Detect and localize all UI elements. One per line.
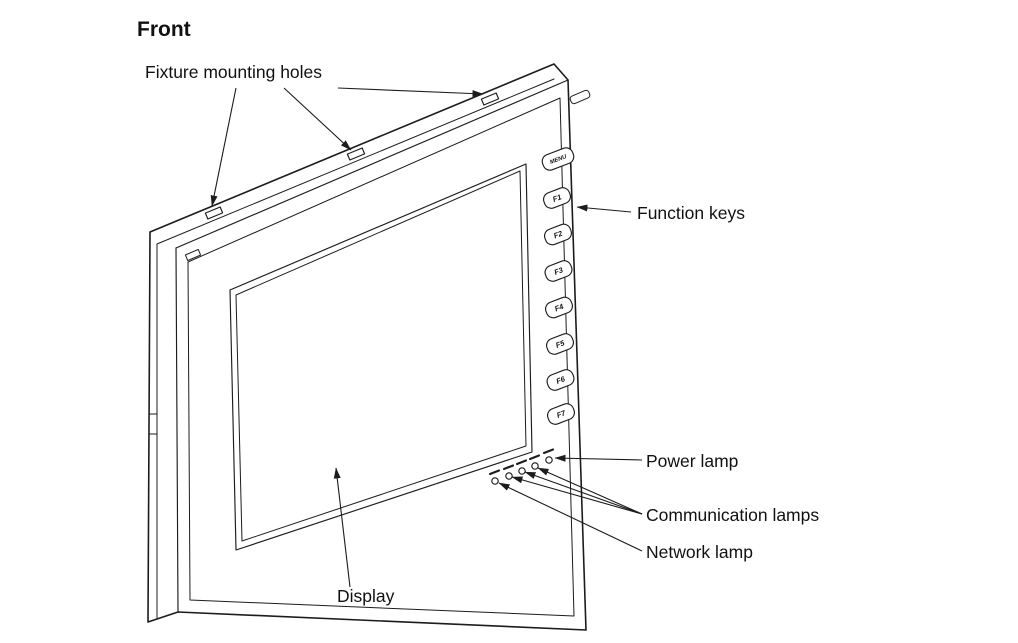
arrow-to-mounting-hole-1	[210, 87, 237, 207]
mounting-hole-1	[204, 206, 224, 220]
display-outer-frame	[229, 163, 533, 551]
case-rim-line	[156, 78, 555, 619]
function-key-f5-label: F5	[554, 338, 566, 350]
function-key-f2-label: F2	[552, 229, 564, 241]
power-lamp	[545, 456, 553, 464]
mounting-hole-3	[480, 92, 500, 106]
device-drawing: MENU F1 F2 F3 F4 F5	[147, 63, 591, 631]
arrow-to-comm-lamp-2	[524, 471, 643, 515]
menu-key: MENU	[541, 147, 575, 171]
lamp-text-marks	[488, 448, 555, 476]
network-lamp-label: Network lamp	[646, 542, 753, 562]
function-key-f4: F4	[544, 296, 574, 319]
function-key-f3-label: F3	[553, 265, 565, 277]
function-key-f1: F1	[542, 187, 572, 209]
arrow-to-network-lamp	[498, 482, 643, 552]
side-slot	[148, 413, 158, 435]
function-keys: F1 F2 F3 F4 F5 F6	[542, 187, 576, 425]
function-key-f2: F2	[543, 223, 573, 246]
arrow-to-comm-lamp-1	[511, 476, 643, 515]
brand-mark	[184, 249, 202, 261]
front-face-edge	[175, 79, 569, 613]
arrow-to-comm-lamp-3	[537, 467, 643, 515]
function-key-f1-label: F1	[551, 192, 562, 204]
mounting-holes	[204, 92, 500, 220]
function-key-f3: F3	[544, 260, 573, 282]
function-key-f6-label: F6	[555, 374, 567, 386]
function-key-f7-label: F7	[555, 408, 567, 420]
arrow-to-power-lamp	[554, 454, 643, 462]
display-label: Display	[337, 586, 395, 606]
arrow-to-mounting-hole-3	[337, 87, 484, 98]
callout-lines	[210, 87, 643, 588]
function-key-f4-label: F4	[553, 302, 565, 314]
arrow-to-function-keys	[576, 204, 632, 213]
communication-lamps-label: Communication lamps	[646, 505, 819, 525]
model-badge	[569, 89, 591, 105]
page-title: Front	[137, 18, 191, 41]
status-lamps	[488, 448, 555, 485]
communication-lamp-1	[505, 472, 513, 480]
power-lamp-label: Power lamp	[646, 451, 738, 471]
communication-lamp-2	[518, 467, 526, 475]
network-lamp	[491, 477, 499, 485]
function-key-f6: F6	[546, 369, 575, 391]
mounting-hole-2	[346, 147, 366, 161]
display-screen	[235, 170, 527, 542]
function-key-f5: F5	[545, 333, 575, 355]
callout-labels: Front Fixture mounting holes Function ke…	[137, 18, 819, 606]
arrow-to-mounting-hole-2	[283, 87, 352, 151]
arrow-to-display	[333, 467, 351, 588]
front-bezel-inner	[187, 97, 575, 617]
function-key-f7: F7	[546, 403, 576, 425]
communication-lamp-3	[531, 462, 539, 470]
function-keys-label: Function keys	[637, 203, 745, 223]
fixture-mounting-holes-label: Fixture mounting holes	[145, 62, 322, 82]
